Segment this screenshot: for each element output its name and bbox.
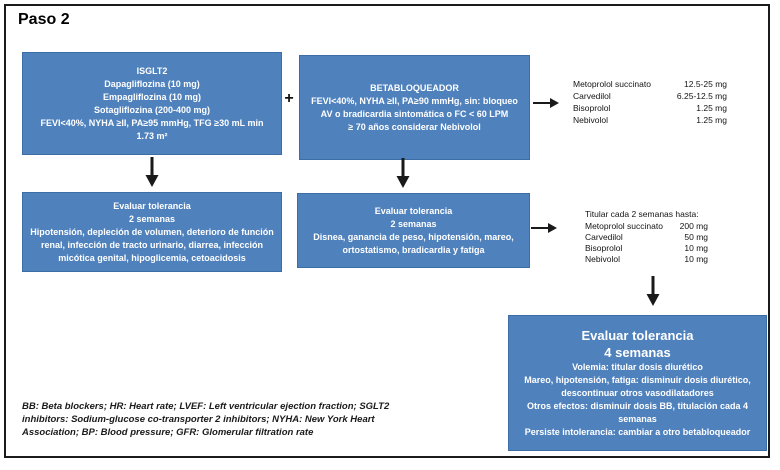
drug-name: Metoprolol succinato: [573, 79, 651, 89]
isglt2-line: Empagliflozina (10 mg): [102, 91, 201, 102]
dose-list-row: Metoprolol succinato 12.5-25 mg: [573, 78, 727, 90]
betabloqueador-box-title: BETABLOQUEADOR: [370, 82, 459, 93]
dose-list-row: Nebivolol 10 mg: [585, 254, 708, 265]
betabloqueador-line: FEVI<40%, NYHA ≥II, PA≥90 mmHg, sin: blo…: [311, 95, 518, 119]
drug-name: Carvedilol: [573, 91, 611, 101]
tolerancia-4-semanas-box: Evaluar tolerancia 4 semanas Volemia: ti…: [508, 315, 767, 451]
isglt2-box: ISGLT2 Dapagliflozina (10 mg) Empagliflo…: [22, 52, 282, 155]
dose-list-row: Bisoprolol 1.25 mg: [573, 102, 727, 114]
isglt2-box-title: ISGLT2: [136, 65, 168, 76]
drug-dose: 10 mg: [684, 254, 708, 264]
outer-frame: [4, 4, 770, 458]
drug-name: Carvedilol: [585, 232, 623, 242]
abbreviations-footnote: BB: Beta blockers; HR: Heart rate; LVEF:…: [22, 401, 390, 438]
down-arrow-icon: [646, 276, 660, 306]
tolerancia-4-semanas-line: Otros efectos: disminuir dosis BB, titul…: [526, 401, 749, 424]
drug-dose: 10 mg: [684, 243, 708, 253]
tolerancia-isglt2-subtitle: 2 semanas: [128, 213, 176, 224]
drug-name: Nebivolol: [585, 254, 620, 264]
tolerancia-4-semanas-line: Persiste intolerancia: cambiar a otro be…: [524, 427, 751, 437]
dose-list-row: Carvedilol 6.25-12.5 mg: [573, 90, 727, 102]
tolerancia-bb-body: Disnea, ganancia de peso, hipotensión, m…: [313, 231, 514, 255]
down-arrow-icon: [396, 158, 410, 188]
drug-dose: 50 mg: [684, 232, 708, 242]
tolerancia-isglt2-body: Hipotensión, depleción de volumen, deter…: [30, 226, 274, 263]
tolerancia-4-semanas-line: Volemia: titular dosis diurético: [572, 362, 703, 372]
drug-dose: 6.25-12.5 mg: [676, 91, 727, 101]
drug-dose: 1.25 mg: [696, 103, 727, 113]
drug-name: Nebivolol: [573, 115, 608, 125]
isglt2-line: 1.73 m²: [136, 130, 168, 141]
tolerancia-bb-title: Evaluar tolerancia: [374, 205, 453, 216]
drug-dose: 200 mg: [679, 221, 708, 231]
bb-initial-dose-list: Metoprolol succinato 12.5-25 mg Carvedil…: [573, 78, 727, 126]
dose-list-row: Bisoprolol 10 mg: [585, 243, 708, 254]
isglt2-line: FEVI<40%, NYHA ≥II, PA≥95 mmHg, TFG ≥30 …: [40, 117, 264, 128]
dose-list-row: Carvedilol 50 mg: [585, 232, 708, 243]
betabloqueador-box: BETABLOQUEADOR FEVI<40%, NYHA ≥II, PA≥90…: [299, 55, 530, 160]
tolerancia-isglt2-box: Evaluar tolerancia 2 semanas Hipotensión…: [22, 192, 282, 272]
tolerancia-4-semanas-title: Evaluar tolerancia: [581, 328, 694, 343]
plus-operator: +: [284, 90, 294, 107]
isglt2-line: Sotagliflozina (200-400 mg): [93, 104, 211, 115]
tolerancia-bb-subtitle: 2 semanas: [390, 218, 437, 229]
drug-name: Metoprolol succinato: [585, 221, 663, 231]
right-arrow-icon: [533, 98, 559, 108]
drug-name: Bisoprolol: [573, 103, 611, 113]
tolerancia-isglt2-title: Evaluar tolerancia: [113, 200, 191, 211]
isglt2-line: Dapagliflozina (10 mg): [104, 78, 200, 89]
tolerancia-4-semanas-line: Mareo, hipotensión, fatiga: disminuir do…: [524, 375, 751, 398]
drug-dose: 1.25 mg: [696, 115, 727, 125]
page-title: Paso 2: [18, 11, 70, 28]
bb-titration-list: Titular cada 2 semanas hasta: Metoprolol…: [585, 209, 708, 265]
dose-list-row: Nebivolol 1.25 mg: [573, 114, 727, 126]
drug-name: Bisoprolol: [585, 243, 623, 253]
betabloqueador-line: ≥ 70 años considerar Nebivolol: [348, 121, 481, 132]
titration-list-title: Titular cada 2 semanas hasta:: [585, 209, 699, 219]
drug-dose: 12.5-25 mg: [684, 79, 727, 89]
tolerancia-bb-box: Evaluar tolerancia 2 semanas Disnea, gan…: [297, 193, 530, 268]
tolerancia-4-semanas-subtitle: 4 semanas: [604, 345, 671, 360]
down-arrow-icon: [145, 157, 159, 187]
right-arrow-icon: [531, 223, 557, 233]
dose-list-row: Metoprolol succinato 200 mg: [585, 221, 708, 232]
